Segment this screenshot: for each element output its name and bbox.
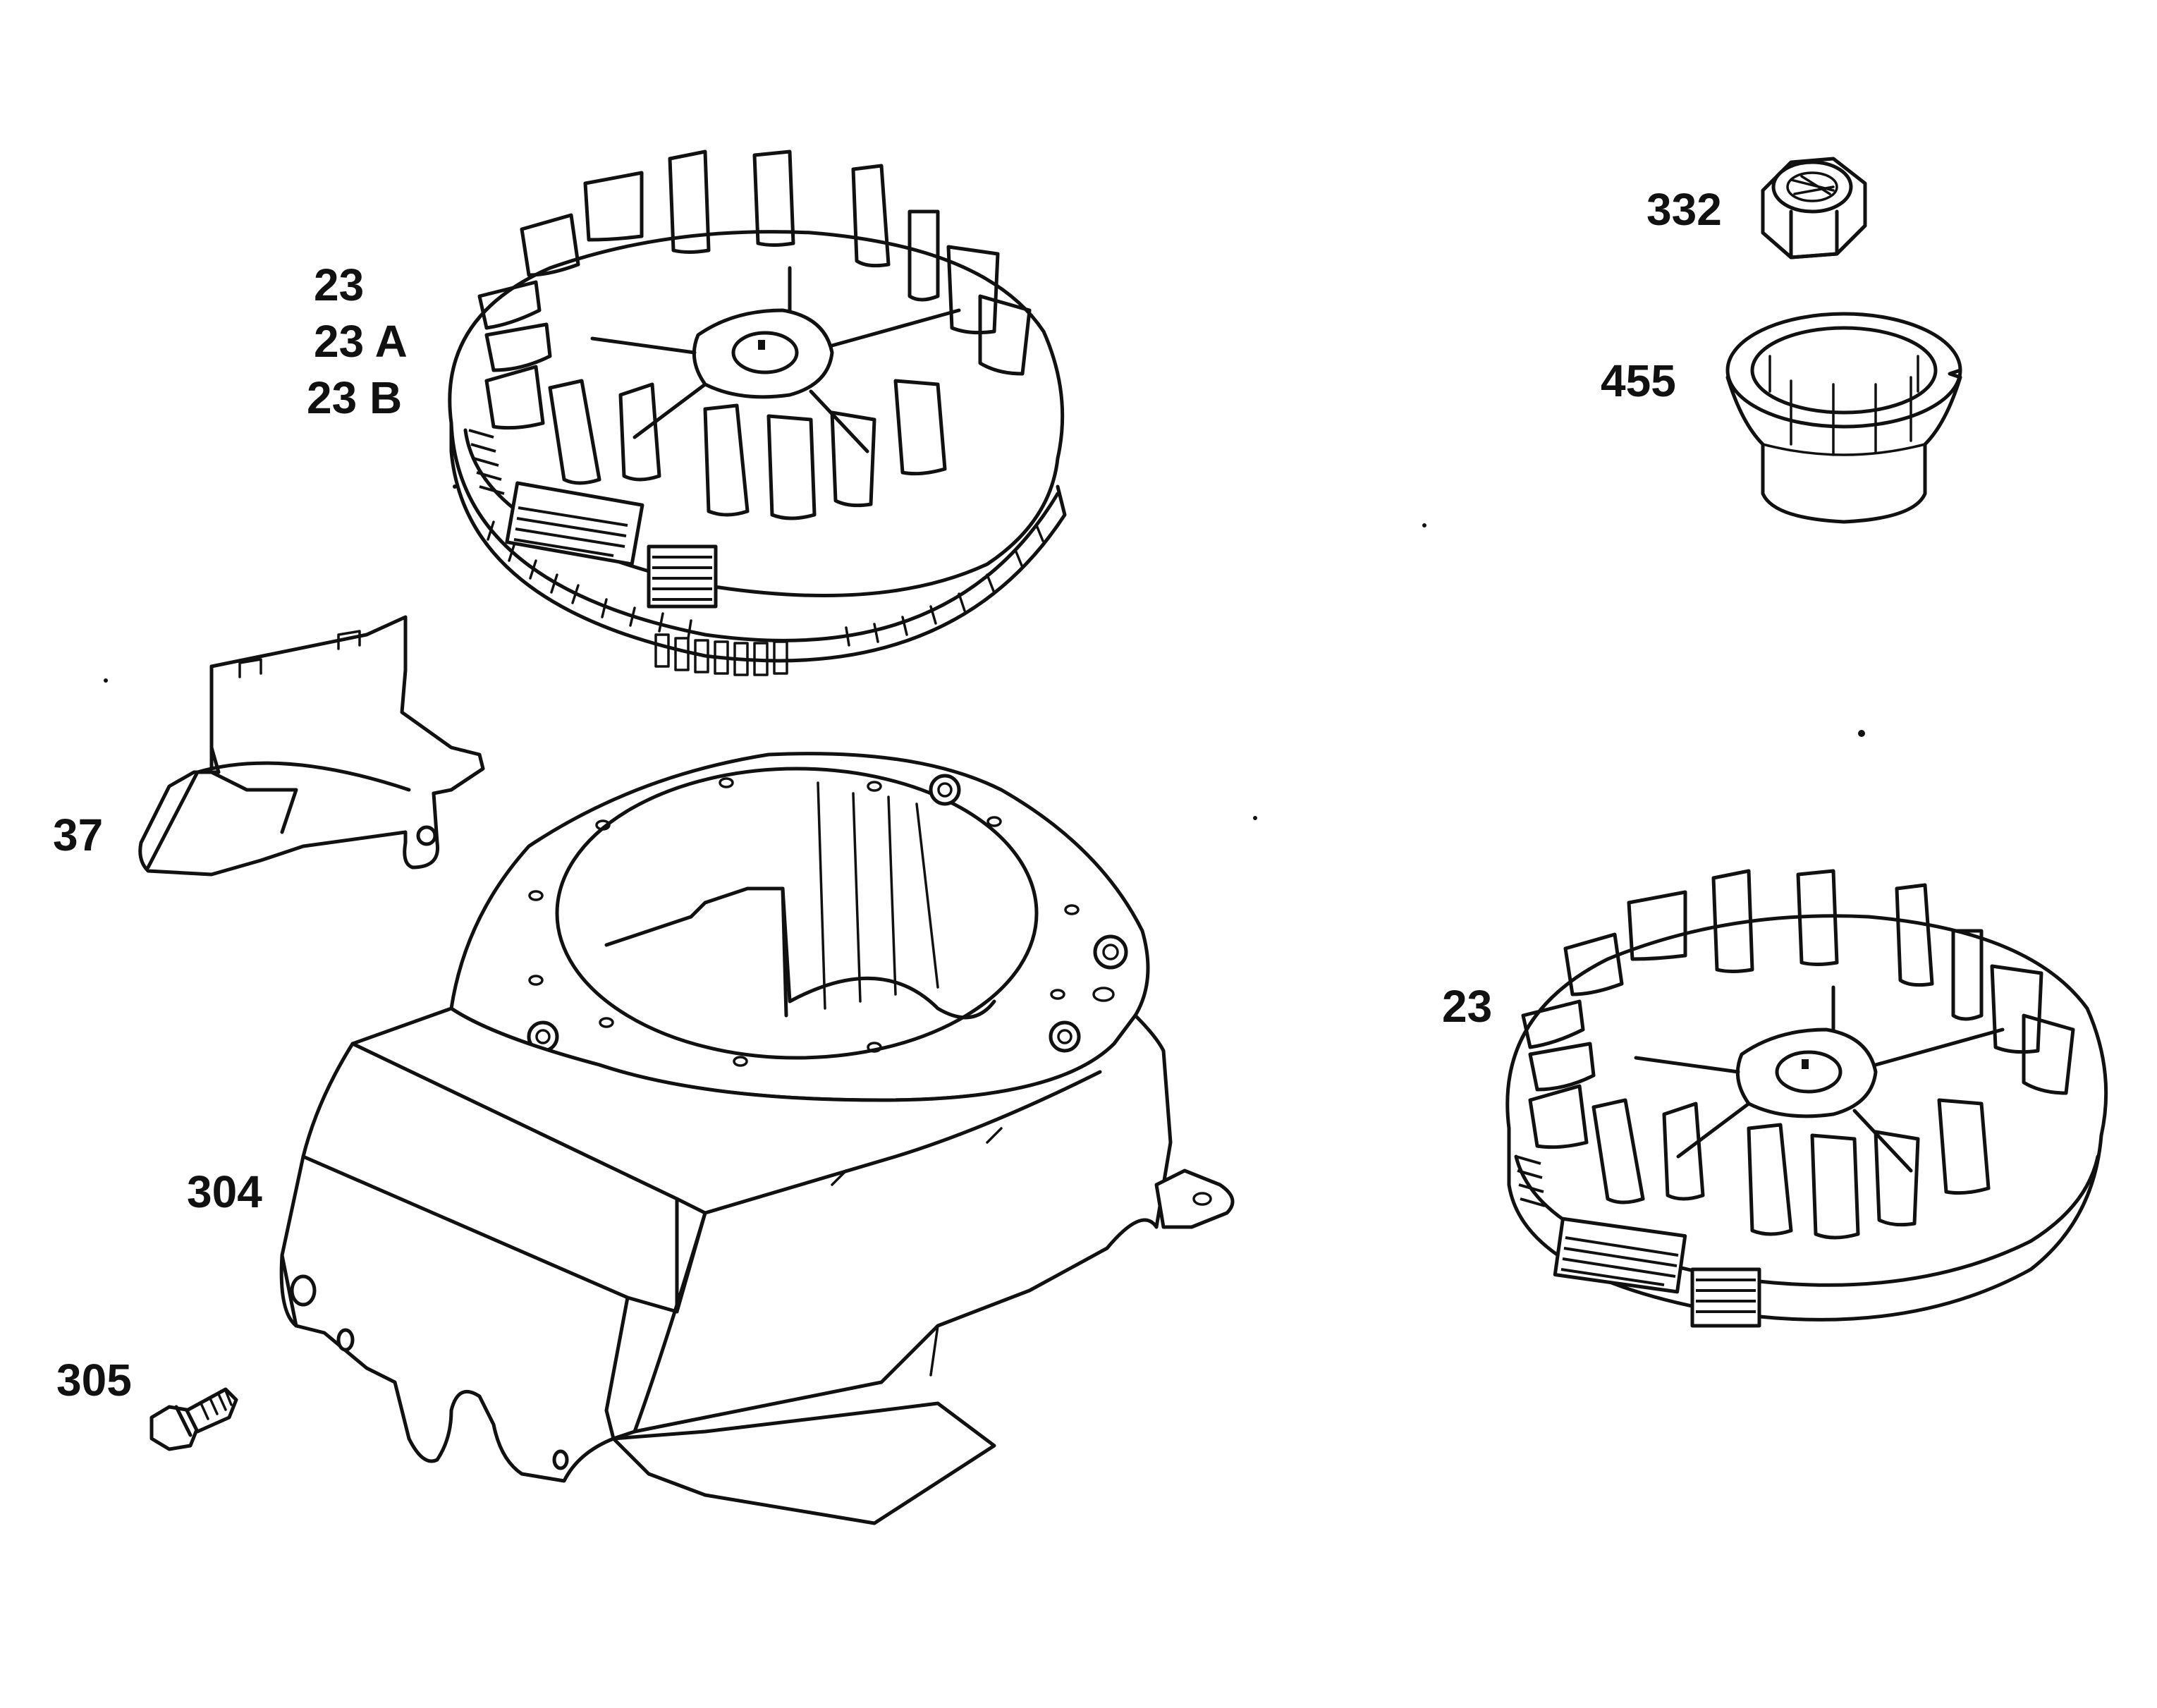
part-label-23-alt: 23 <box>1442 981 1493 1032</box>
part-label-332: 332 <box>1646 184 1722 235</box>
part-label-304: 304 <box>187 1166 262 1217</box>
part-label-23a: 23 A <box>314 316 408 367</box>
part-label-37: 37 <box>53 810 104 860</box>
part-label-305: 305 <box>56 1355 132 1405</box>
housing-holes <box>528 777 1080 1067</box>
flywheel-alt-drawing <box>1505 869 2108 1328</box>
blower-housing-drawing <box>279 752 1235 1525</box>
cup-drawing <box>1725 312 1962 524</box>
magnet-blocks <box>468 429 718 609</box>
part-label-23b: 23 B <box>307 372 403 423</box>
screw-drawing <box>149 1387 238 1451</box>
part-label-455: 455 <box>1601 355 1676 406</box>
nut-drawing <box>1761 157 1867 260</box>
flywheel-main-drawing <box>448 150 1067 676</box>
air-guide-drawing <box>138 615 485 877</box>
flywheel-fins <box>477 150 1032 520</box>
part-label-23: 23 <box>314 260 365 310</box>
